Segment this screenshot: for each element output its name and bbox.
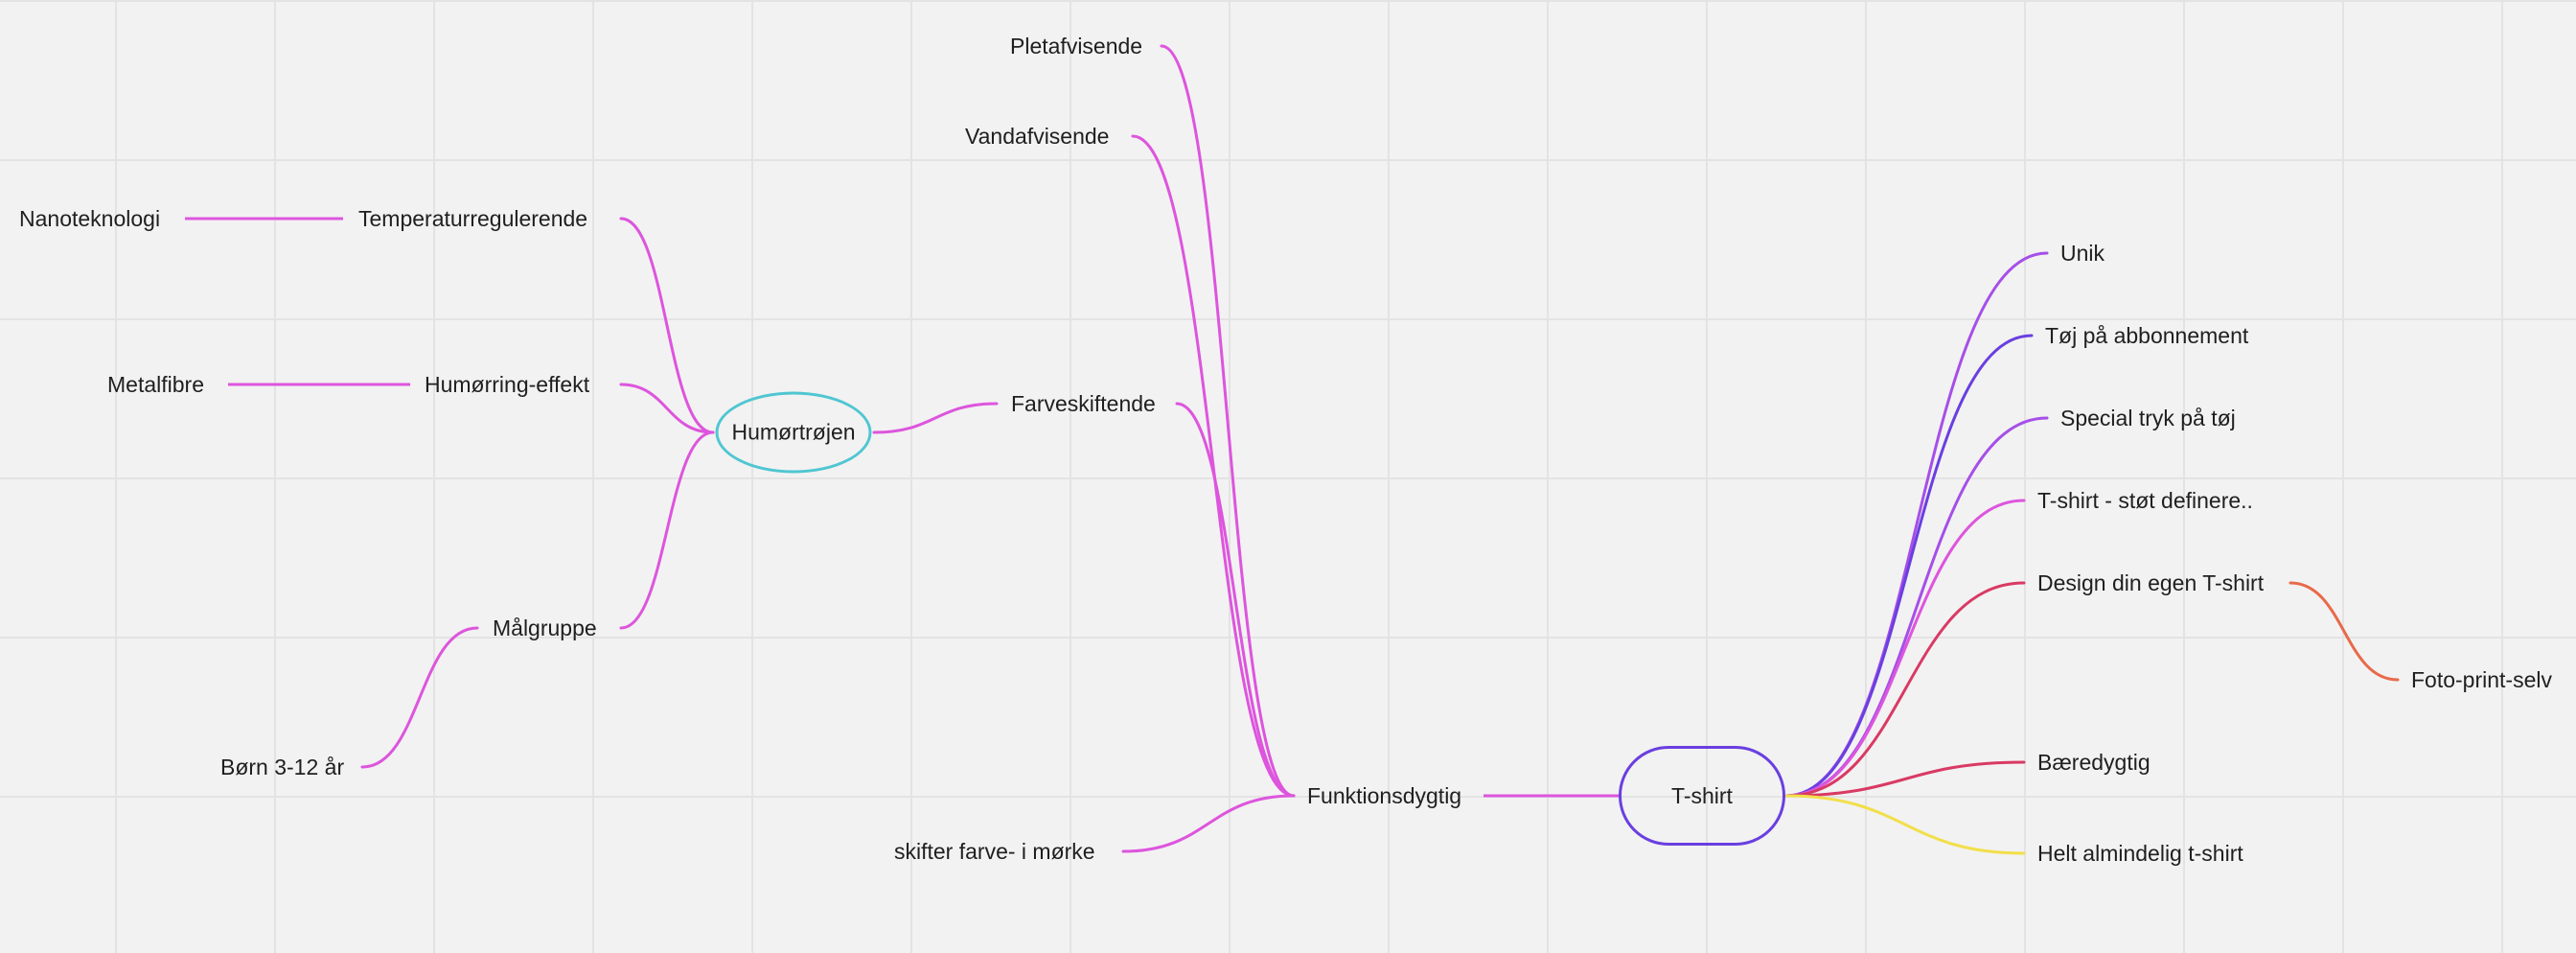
node-tshirt-stot[interactable]: T-shirt - støt definere.. [2037, 488, 2253, 513]
node-farveskiftende[interactable]: Farveskiftende [1011, 391, 1156, 416]
connector-humortrojen-farveskiftende [872, 402, 999, 434]
node-toj-pa-abonnement[interactable]: Tøj på abbonnement [2045, 323, 2249, 348]
node-baeredygtig[interactable]: Bæredygtig [2037, 750, 2150, 775]
connector-tshirt-helt-almindelig [1784, 794, 2026, 855]
node-malgruppe[interactable]: Målgruppe [493, 616, 597, 640]
node-born-3-12[interactable]: Børn 3-12 år [220, 755, 345, 779]
node-vandafvisende[interactable]: Vandafvisende [965, 124, 1110, 149]
node-funktionsdygtig[interactable]: Funktionsdygtig [1307, 783, 1462, 808]
node-humorring-effekt[interactable]: Humørring-effekt [425, 372, 590, 397]
connector-malgruppe-born [360, 626, 479, 769]
connector-tshirt-special-tryk [1784, 416, 2049, 798]
connector-humortrojen-temperaturregulerende [619, 217, 715, 434]
connector-funktionsdygtig-farveskiftende [1175, 402, 1296, 798]
connector-humortrojen-humorring [619, 383, 715, 434]
connector-funktionsdygtig-pletafvisende [1160, 44, 1296, 798]
node-skifter-farve[interactable]: skifter farve- i mørke [894, 839, 1095, 864]
node-metalfibre[interactable]: Metalfibre [107, 372, 204, 397]
node-foto-print-selv[interactable]: Foto-print-selv [2411, 667, 2552, 692]
connector-humortrojen-malgruppe [619, 430, 715, 630]
node-unik[interactable]: Unik [2060, 241, 2105, 266]
node-tshirt-label: T-shirt [1671, 782, 1733, 808]
connector-funktionsdygtig-skifter-farve [1121, 794, 1296, 853]
connector-tshirt-design [1784, 581, 2026, 798]
connector-tshirt-unik [1784, 251, 2049, 798]
node-tshirt[interactable]: T-shirt [1619, 746, 1785, 846]
connector-tshirt-toj-abonnement [1784, 334, 2034, 798]
node-nanoteknologi[interactable]: Nanoteknologi [19, 206, 161, 231]
node-temperaturregulerende[interactable]: Temperaturregulerende [358, 206, 588, 231]
node-helt-almindelig[interactable]: Helt almindelig t-shirt [2037, 841, 2243, 866]
node-humortrojen[interactable]: Humørtrøjen [715, 391, 872, 474]
connector-design-foto-print [2288, 581, 2400, 682]
node-special-tryk[interactable]: Special tryk på tøj [2060, 406, 2236, 430]
node-humortrojen-label: Humørtrøjen [731, 419, 856, 445]
connector-tshirt-stot [1784, 499, 2026, 798]
connector-tshirt-baeredygtig [1784, 760, 2026, 798]
node-design-din-egen[interactable]: Design din egen T-shirt [2037, 570, 2265, 595]
node-pletafvisende[interactable]: Pletafvisende [1010, 34, 1143, 58]
